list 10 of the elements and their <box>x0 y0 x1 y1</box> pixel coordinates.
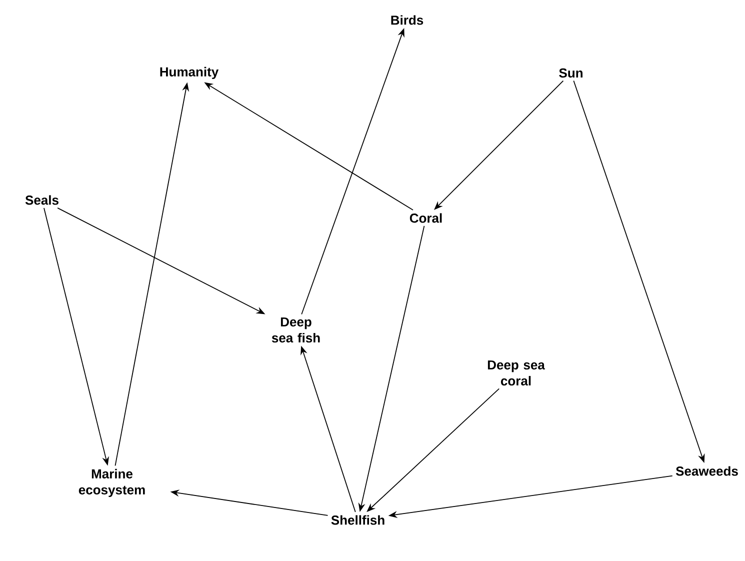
node-label: Seals <box>25 195 58 205</box>
node-label: Birds <box>391 15 424 25</box>
node-label: Coral <box>410 213 442 223</box>
node-label: Deep sea fish <box>272 317 320 343</box>
node-label: Shellfish <box>331 515 384 525</box>
node-label: Sun <box>559 68 582 78</box>
node-label: Deep sea coral <box>488 360 545 386</box>
node-label: Seaweeds <box>676 466 738 476</box>
node-label: Humanity <box>160 66 219 80</box>
node-label: Marine ecosystem <box>78 468 145 498</box>
